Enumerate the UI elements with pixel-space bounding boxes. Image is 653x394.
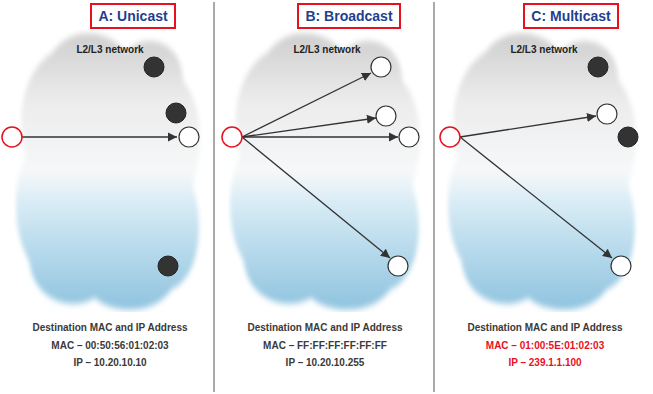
network-label: L2/L3 network [228,30,426,55]
source-host [2,127,460,147]
address-heading: Destination MAC and IP Address [32,322,187,333]
ip-address: IP – 10.20.10.255 [286,357,365,368]
receiving-host [179,57,631,276]
ip-address: IP – 239.1.1.100 [508,357,581,368]
panel-title: B: Broadcast [297,3,401,29]
title-text: A: Unicast [92,7,174,25]
network-label: L2/L3 network [446,30,642,55]
address-heading: Destination MAC and IP Address [467,322,622,333]
address-heading: Destination MAC and IP Address [247,322,402,333]
mac-address: MAC – 00:50:56:01:02:03 [51,340,168,351]
arrow [22,73,612,258]
non-receiving-host [144,57,638,276]
network-label: L2/L3 network [14,30,206,55]
panel-divider [214,2,434,392]
mac-address: MAC – FF:FF:FF:FF:FF:FF [263,340,387,351]
ip-address: IP – 10.20.10.10 [73,357,146,368]
title-text: B: Broadcast [299,7,399,25]
panel-title: A: Unicast [90,3,176,29]
mac-address: MAC – 01:00:5E:01:02:03 [486,340,604,351]
title-text: C: Multicast [525,7,617,25]
panel-title: C: Multicast [523,3,619,29]
